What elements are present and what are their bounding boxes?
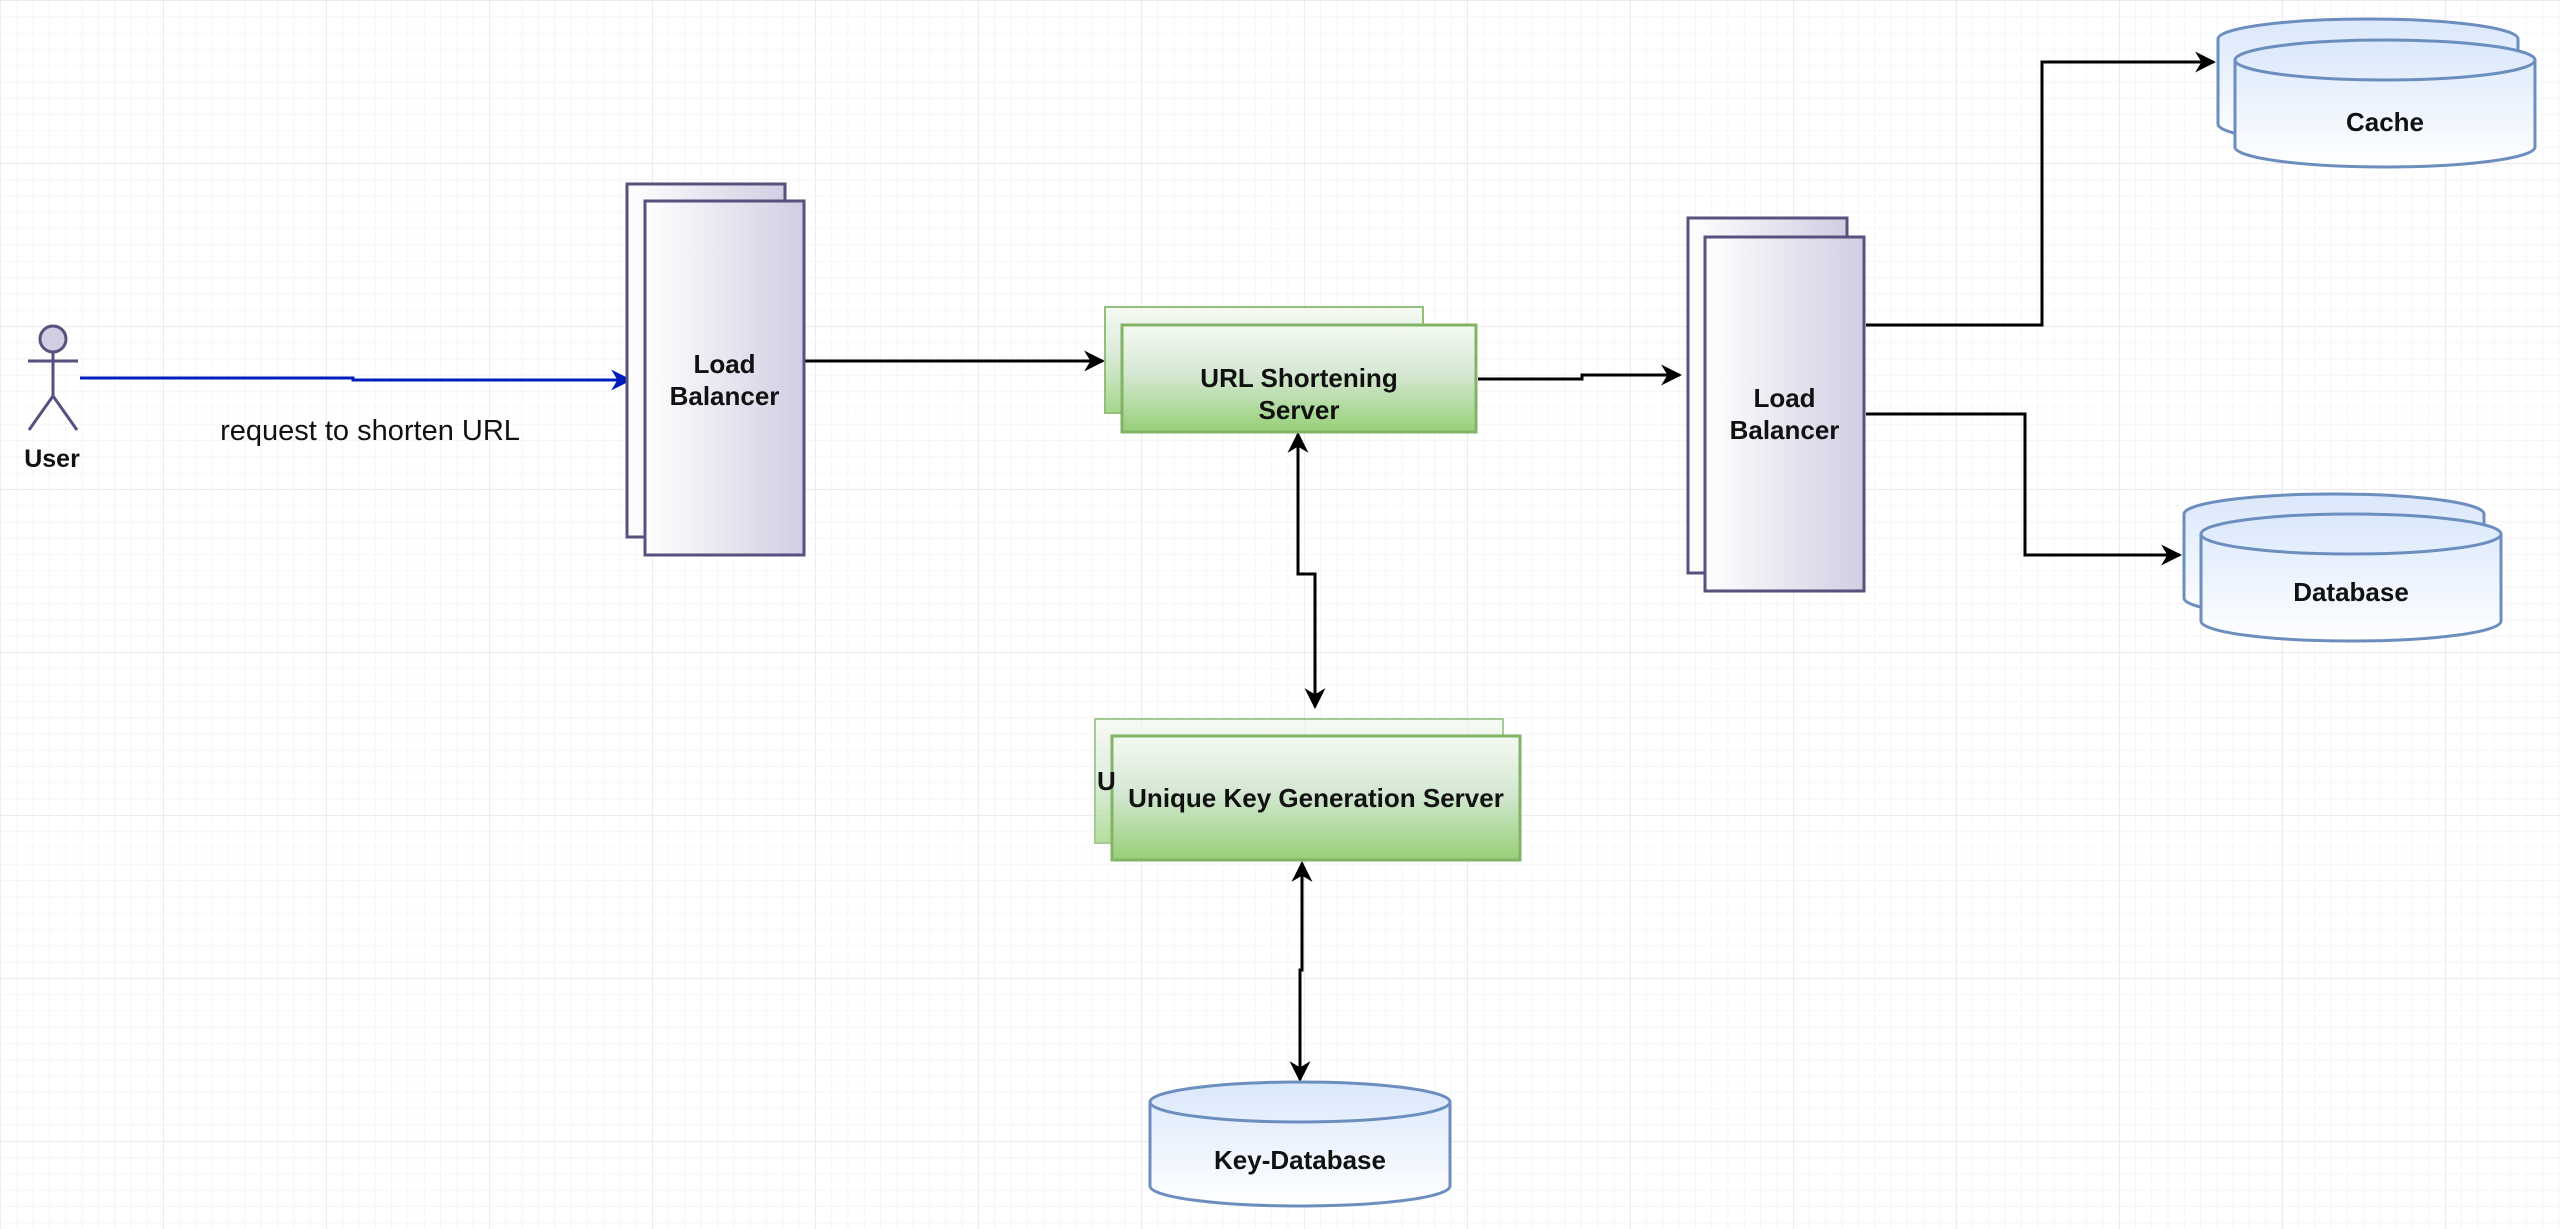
request-edge-label: request to shorten URL [190, 410, 550, 452]
load-balancer-2-label: Load Balancer [1705, 374, 1864, 454]
edge-url-server-to-key-gen-server[interactable] [1287, 431, 1326, 710]
key-gen-server-label-text: Unique Key Generation Server [1128, 782, 1504, 813]
load-balancer-1-line1: Load [693, 348, 756, 379]
edge-key-gen-server-to-key-database[interactable] [1289, 860, 1313, 1083]
load-balancer-2-line2: Balancer [1729, 415, 1840, 445]
cache-label: Cache [2235, 102, 2535, 142]
key-gen-back-fragment: U [1097, 763, 1116, 799]
url-server-line1: URL Shortening [1200, 362, 1398, 393]
load-balancer-1-label: Load Balancer [645, 340, 804, 420]
url-server-label: URL Shortening Server [1122, 356, 1476, 432]
user-label: User [0, 442, 104, 478]
database-label: Database [2201, 572, 2501, 612]
key-database-label: Key-Database [1150, 1140, 1450, 1180]
url-shortening-server-node[interactable] [1104, 306, 1478, 434]
load-balancer-1-node[interactable] [625, 182, 806, 557]
url-server-line2: Server [1258, 395, 1340, 425]
load-balancer-1-line2: Balancer [669, 381, 780, 411]
key-database-node[interactable] [1148, 1080, 1452, 1208]
load-balancer-2-line1: Load [1753, 382, 1816, 413]
key-generation-server-node[interactable] [1094, 718, 1522, 862]
edge-load-balancer-2-to-database[interactable] [1866, 412, 2183, 566]
cache-node[interactable] [2216, 17, 2537, 169]
database-label-text: Database [2293, 576, 2409, 607]
load-balancer-2-node[interactable] [1686, 216, 1866, 593]
key-gen-back-fragment-text: U [1097, 765, 1116, 796]
edge-url-server-to-load-balancer-2[interactable] [1478, 364, 1683, 386]
user-actor-icon[interactable] [27, 324, 79, 431]
key-gen-server-label: Unique Key Generation Server [1112, 776, 1520, 820]
request-edge-label-text: request to shorten URL [220, 414, 520, 447]
user-label-text: User [24, 445, 80, 474]
edge-user-to-load-balancer[interactable] [80, 369, 633, 391]
edge-load-balancer-2-to-cache[interactable] [1866, 51, 2217, 327]
database-node[interactable] [2182, 492, 2503, 643]
key-database-label-text: Key-Database [1214, 1144, 1386, 1175]
cache-label-text: Cache [2345, 106, 2425, 137]
